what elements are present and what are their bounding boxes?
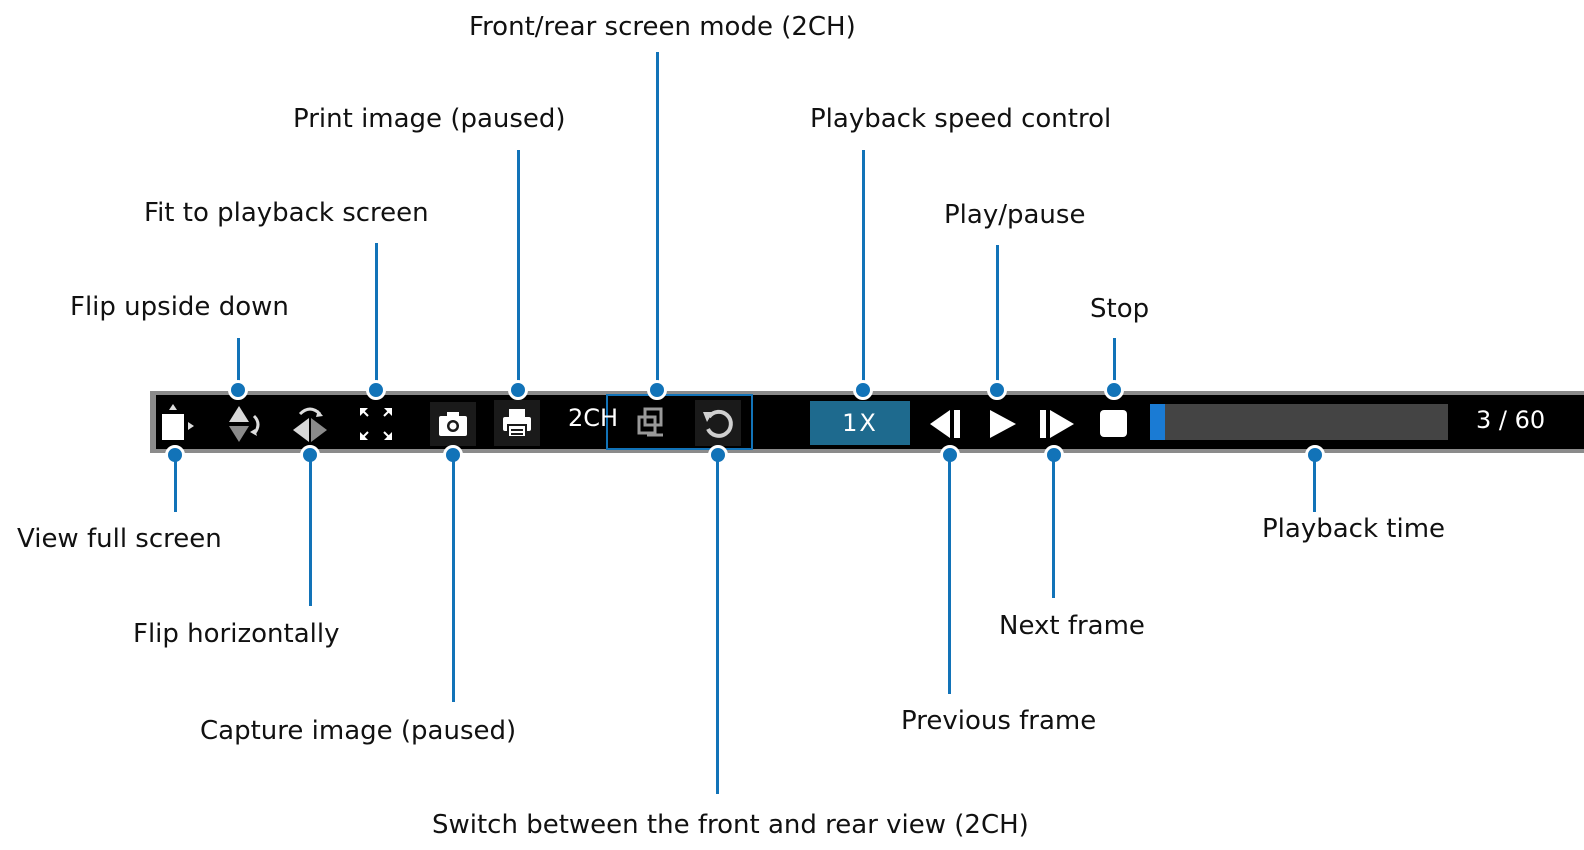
leader-previous-frame	[948, 460, 951, 694]
label-stop: Stop	[1090, 294, 1150, 324]
label-speed-control: Playback speed control	[810, 104, 1112, 134]
progress-fill	[1150, 404, 1165, 440]
leader-print-image	[517, 150, 520, 388]
printer-icon[interactable]	[494, 400, 540, 446]
label-flip-horizontally: Flip horizontally	[133, 619, 340, 649]
dot-stop	[1104, 380, 1124, 400]
channel-group-frame	[606, 394, 753, 450]
label-next-frame: Next frame	[999, 611, 1145, 641]
label-print-image: Print image (paused)	[293, 104, 566, 134]
flip-vertical-icon[interactable]	[222, 402, 266, 446]
label-capture-image: Capture image (paused)	[200, 716, 517, 746]
dot-fit-to-screen	[366, 380, 386, 400]
leader-flip-horizontally	[309, 460, 312, 606]
dot-print-image	[508, 380, 528, 400]
play-icon[interactable]	[982, 402, 1026, 446]
camera-icon[interactable]	[430, 402, 476, 446]
leader-stop	[1113, 338, 1116, 388]
leader-play-pause	[996, 245, 999, 388]
label-view-full-screen: View full screen	[17, 524, 222, 554]
leader-switch-view	[716, 460, 719, 794]
rotate-icon[interactable]	[695, 400, 741, 446]
label-previous-frame: Previous frame	[901, 706, 1097, 736]
label-switch-view: Switch between the front and rear view (…	[432, 810, 1029, 840]
previous-frame-icon[interactable]	[926, 402, 970, 446]
leader-playback-time	[1313, 460, 1316, 512]
leader-capture-image	[452, 460, 455, 702]
playback-progress-bar[interactable]	[1150, 404, 1448, 440]
channel-label: 2CH	[568, 404, 619, 432]
label-playback-time: Playback time	[1262, 514, 1446, 544]
label-fit-to-screen: Fit to playback screen	[144, 198, 429, 228]
speed-button[interactable]: 1X	[810, 401, 910, 445]
dot-flip-upside-down	[228, 380, 248, 400]
leader-front-rear-mode	[656, 52, 659, 388]
leader-speed-control	[862, 150, 865, 388]
leader-view-full-screen	[174, 460, 177, 512]
label-front-rear-mode: Front/rear screen mode (2CH)	[469, 12, 856, 42]
playback-time-text: 3 / 60	[1476, 406, 1546, 434]
label-flip-upside-down: Flip upside down	[70, 292, 289, 322]
flip-horizontal-icon[interactable]	[288, 402, 332, 446]
dot-play-pause	[987, 380, 1007, 400]
dot-front-rear-mode	[647, 380, 667, 400]
leader-fit-to-screen	[375, 243, 378, 388]
fullscreen-icon[interactable]	[158, 402, 202, 446]
dot-speed-control	[853, 380, 873, 400]
next-frame-icon[interactable]	[1034, 402, 1078, 446]
stop-icon[interactable]	[1092, 402, 1136, 446]
label-play-pause: Play/pause	[944, 200, 1086, 230]
leader-flip-upside-down	[237, 338, 240, 388]
fit-to-screen-icon[interactable]	[354, 402, 398, 446]
leader-next-frame	[1052, 460, 1055, 598]
dual-screen-icon[interactable]	[628, 400, 674, 446]
